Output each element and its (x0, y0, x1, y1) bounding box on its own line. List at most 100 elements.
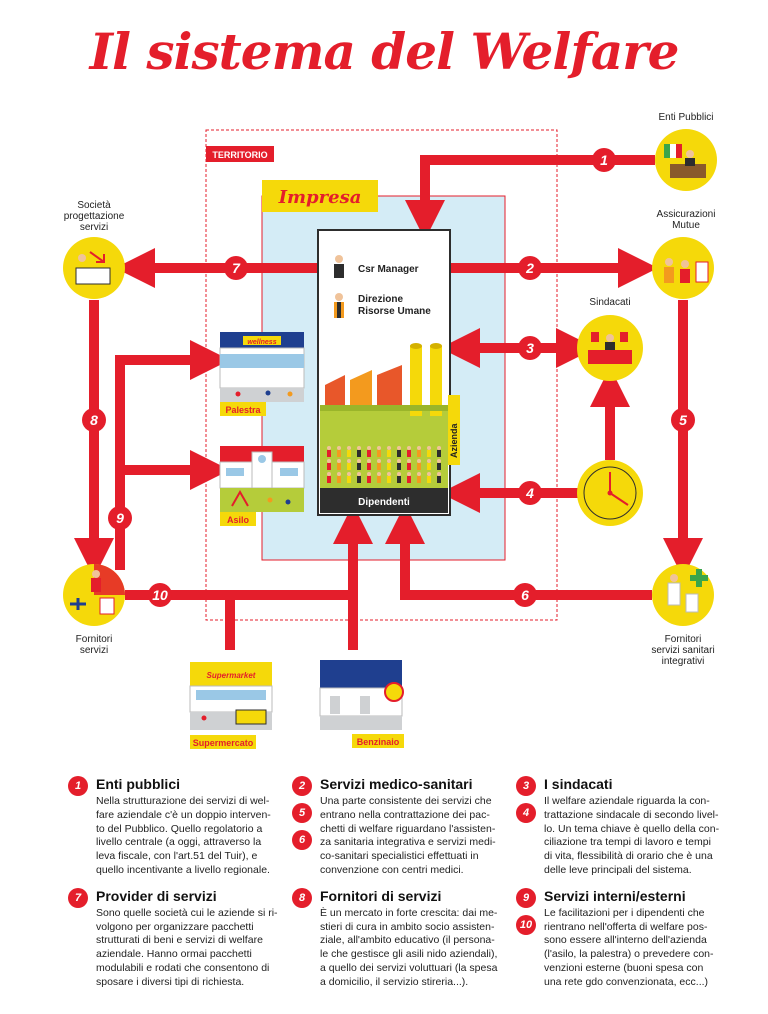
territorio-tag (206, 146, 274, 162)
employee-body (367, 476, 371, 483)
employee-body (377, 463, 381, 470)
employee-body (367, 463, 371, 470)
employee-head (427, 459, 431, 463)
arrow-badge-label-2: 2 (525, 260, 534, 276)
legend-text: Il welfare aziendale riguarda la con-tra… (544, 795, 720, 876)
employee-head (387, 472, 391, 476)
employee-head (407, 446, 411, 450)
legend-title: Provider di servizi (96, 887, 217, 904)
azienda-label: Azienda (449, 422, 459, 458)
arrow-badge-8 (82, 408, 106, 432)
employee-head (377, 472, 381, 476)
employee-head (357, 459, 361, 463)
arrow-badge-9 (108, 506, 132, 530)
enti-pubblici-node (655, 129, 717, 191)
arrow-badge-3 (518, 336, 542, 360)
arrow-badge-label-6: 6 (521, 587, 529, 603)
fornitori-servizi-node (63, 564, 125, 626)
employee-body (337, 450, 341, 457)
employees-grid (327, 446, 441, 483)
benzinaio-label: Benzinaio (357, 737, 400, 747)
legend-item-enti-pubblici: 1 Enti pubblici Nella strutturazione dei… (68, 776, 283, 878)
employee-head (417, 472, 421, 476)
wellness-sign: wellness (247, 339, 276, 346)
employee-body (407, 476, 411, 483)
legend-column-1: 1 Enti pubblici Nella strutturazione dei… (68, 776, 283, 1000)
employee-head (397, 472, 401, 476)
employee-body (367, 450, 371, 457)
employee-head (347, 459, 351, 463)
benzinaio-building: Benzinaio (319, 660, 404, 748)
impresa-label: Impresa (278, 187, 362, 208)
legend-column-2: 2 5 6 Servizi medico-sanitari Una parte … (292, 776, 507, 1000)
employee-head (347, 472, 351, 476)
legend-number-badge: 2 (292, 776, 312, 796)
employee-body (357, 476, 361, 483)
employee-head (427, 472, 431, 476)
legend-title: Fornitori di servizi (320, 887, 442, 904)
employee-head (357, 446, 361, 450)
employee-head (407, 472, 411, 476)
legend-item-medico-sanitari: 2 5 6 Servizi medico-sanitari Una parte … (292, 776, 507, 878)
employee-body (427, 463, 431, 470)
employee-body (437, 476, 441, 483)
arrow-badge-label-3: 3 (526, 340, 534, 356)
employee-head (337, 459, 341, 463)
employee-body (417, 450, 421, 457)
legend-number-badge: 4 (516, 803, 536, 823)
employee-body (407, 463, 411, 470)
arrow-badge-6 (513, 583, 537, 607)
supermercato-building: Supermarket Supermercato (189, 662, 273, 749)
arrow-badge-10 (148, 583, 172, 607)
direzione-label-1: Direzione (358, 294, 403, 305)
arrow-badge-label-10: 10 (152, 587, 168, 603)
employee-body (347, 463, 351, 470)
legend-item-servizi-interni-esterni: 9 10 Servizi interni/esterni Le facilita… (516, 887, 731, 990)
palestra-label: Palestra (225, 405, 261, 415)
azienda-building: Azienda Dipendenti Csr Manager Direzione… (317, 229, 460, 516)
employee-head (397, 459, 401, 463)
employee-head (337, 472, 341, 476)
employee-body (327, 476, 331, 483)
employee-head (337, 446, 341, 450)
employee-head (367, 459, 371, 463)
supermercato-label: Supermercato (193, 738, 254, 748)
sindacati-label: Sindacati (589, 297, 631, 308)
arrow-badge-label-1: 1 (600, 152, 608, 168)
legend-number-badge: 9 (516, 887, 536, 908)
employee-head (387, 459, 391, 463)
asilo-label: Asilo (227, 515, 250, 525)
legend-number-badge: 10 (516, 914, 536, 935)
legend-item-fornitori: 8 Fornitori di servizi È un mercato in f… (292, 887, 507, 990)
employee-body (437, 450, 441, 457)
legend-text: È un mercato in forte crescita: dai me-s… (320, 906, 498, 988)
legend-number-badge: 3 (516, 776, 536, 796)
employee-head (397, 446, 401, 450)
csr-manager-label: Csr Manager (358, 264, 419, 275)
arrow-badge-1 (592, 148, 616, 172)
legend-number-badge: 1 (68, 776, 88, 796)
employee-body (387, 450, 391, 457)
employee-head (327, 446, 331, 450)
arrow-badge-4 (518, 481, 542, 505)
legend-title: Servizi interni/esterni (544, 887, 686, 904)
employee-body (387, 476, 391, 483)
employee-head (377, 459, 381, 463)
legend-number-badge: 6 (292, 830, 312, 850)
employee-head (407, 459, 411, 463)
employee-body (397, 476, 401, 483)
employee-body (377, 450, 381, 457)
legend-title: Enti pubblici (96, 776, 180, 792)
arrow-badge-7 (224, 256, 248, 280)
arrow-badge-label-7: 7 (232, 260, 241, 276)
sindacati-node (577, 315, 643, 381)
employee-body (337, 463, 341, 470)
territorio-label: TERRITORIO (212, 150, 267, 160)
employee-head (367, 472, 371, 476)
employee-body (397, 450, 401, 457)
employee-body (357, 450, 361, 457)
employee-head (437, 446, 441, 450)
employee-head (327, 459, 331, 463)
